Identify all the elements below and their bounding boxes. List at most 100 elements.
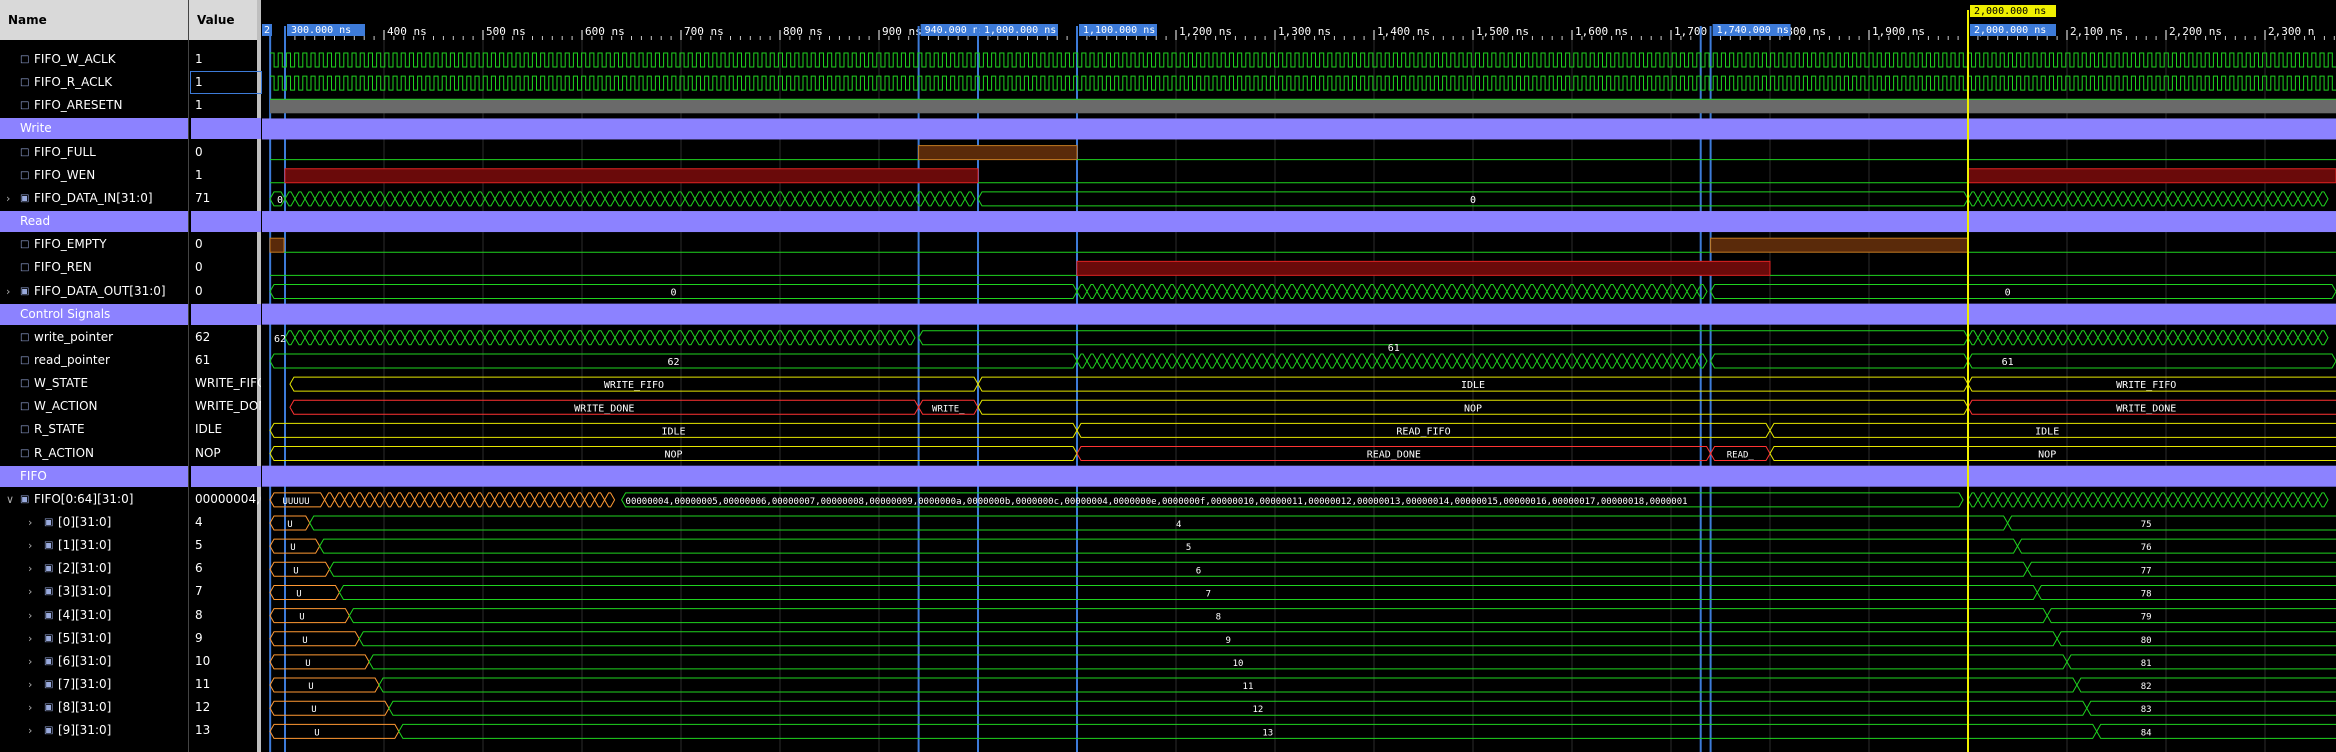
bus-segment (1256, 353, 1268, 369)
bus-segment (2217, 191, 2229, 207)
bus-segment (634, 330, 646, 346)
time-marker-flag[interactable] (1712, 24, 1791, 36)
signal-row-8-31-0[interactable]: ›▣[8][31:0] (0, 697, 188, 718)
bus-value: 11 (1243, 682, 1254, 692)
signal-row-fifo-empty[interactable]: □FIFO_EMPTY (0, 234, 188, 255)
time-marker-flag[interactable] (262, 24, 272, 36)
bus-segment (404, 330, 416, 346)
bus-segment (1526, 284, 1538, 299)
name-column-header[interactable]: Name (0, 0, 188, 40)
expand-chevron-icon[interactable]: › (28, 608, 33, 622)
signal-row-control-signals[interactable]: Control Signals (0, 303, 188, 325)
value-column-header[interactable]: Value (189, 0, 257, 40)
bus-segment (269, 561, 331, 577)
signal-row-w-action[interactable]: □W_ACTION (0, 396, 188, 417)
expand-chevron-icon[interactable]: › (28, 724, 33, 738)
signal-row-fifo[interactable]: FIFO (0, 465, 188, 487)
bus-segment (1586, 353, 1598, 369)
bus-value: U (302, 636, 307, 646)
bus-segment (2107, 330, 2119, 346)
signal-row-r-state[interactable]: □R_STATE (0, 419, 188, 440)
expand-chevron-icon[interactable]: › (28, 562, 33, 576)
group-band (262, 465, 2336, 487)
main-cursor-flag[interactable] (1970, 5, 2056, 17)
bus-segment (2107, 191, 2119, 207)
signal-row-write[interactable]: Write (0, 118, 188, 140)
bus-segment (1416, 353, 1428, 369)
signal-row-fifo-wen[interactable]: □FIFO_WEN (0, 165, 188, 186)
time-marker-flag[interactable] (287, 24, 365, 36)
signal-icon: □ (20, 146, 30, 158)
expand-chevron-icon[interactable]: › (6, 191, 11, 205)
bus-segment (1136, 284, 1148, 299)
bus-segment (1156, 353, 1168, 369)
expand-chevron-icon[interactable]: › (28, 631, 33, 645)
bus-segment (1346, 353, 1358, 369)
bus-segment (1576, 353, 1588, 369)
signal-row-4-31-0[interactable]: ›▣[4][31:0] (0, 605, 188, 626)
bus-segment (354, 492, 366, 508)
signal-row-fifo-full[interactable]: □FIFO_FULL (0, 142, 188, 163)
cursor-time-label: 2,000.000 ns (1974, 25, 2046, 36)
signal-row-fifo-0-64-31-0[interactable]: ∨▣FIFO[0:64][31:0] (0, 489, 188, 510)
signal-row-fifo-w-aclk[interactable]: □FIFO_W_ACLK (0, 49, 188, 70)
bus-segment (2117, 330, 2129, 346)
signal-value: 0 (195, 283, 203, 298)
expand-chevron-icon[interactable]: › (28, 654, 33, 668)
signal-row-w-state[interactable]: □W_STATE (0, 373, 188, 394)
expand-chevron-icon[interactable]: › (28, 539, 33, 553)
expand-chevron-icon[interactable]: › (28, 516, 33, 529)
signal-row-read[interactable]: Read (0, 211, 188, 233)
signal-name: Write (20, 121, 52, 136)
bus-segment (1326, 284, 1338, 299)
signal-row-0-31-0[interactable]: ›▣[0][31:0] (0, 512, 188, 533)
bus-segment (1466, 353, 1478, 369)
bus-segment (554, 492, 566, 508)
signal-row-5-31-0[interactable]: ›▣[5][31:0] (0, 628, 188, 649)
bus-segment (1406, 353, 1418, 369)
signal-row-fifo-ren[interactable]: □FIFO_REN (0, 257, 188, 278)
signal-row-fifo-data-out-31-0[interactable]: ›▣FIFO_DATA_OUT[31:0] (0, 281, 188, 302)
signal-row-9-31-0[interactable]: ›▣[9][31:0] (0, 720, 188, 741)
bus-segment (1967, 376, 2336, 392)
expand-chevron-icon[interactable]: ∨ (6, 492, 15, 506)
expand-chevron-icon[interactable]: › (28, 701, 33, 715)
signal-row-write-pointer[interactable]: □write_pointer (0, 327, 188, 348)
bus-segment (734, 191, 746, 207)
signal-row-6-31-0[interactable]: ›▣[6][31:0] (0, 651, 188, 672)
signal-row-fifo-r-aclk[interactable]: □FIFO_R_ACLK (0, 72, 188, 93)
bus-segment (364, 330, 376, 346)
signal-row-1-31-0[interactable]: ›▣[1][31:0] (0, 535, 188, 556)
bus-segment (844, 191, 856, 207)
signal-name: FIFO_WEN (34, 167, 96, 182)
time-marker-flag[interactable] (920, 24, 999, 36)
bus-segment (1596, 353, 1608, 369)
bus-segment (304, 191, 316, 207)
signal-row-3-31-0[interactable]: ›▣[3][31:0] (0, 581, 188, 602)
bus-segment (564, 330, 576, 346)
time-marker-label: 1,000.000 ns (984, 25, 1056, 36)
bus-value: 13 (1262, 728, 1273, 738)
expand-chevron-icon[interactable]: › (28, 585, 33, 599)
signal-row-fifo-data-in-31-0[interactable]: ›▣FIFO_DATA_IN[31:0] (0, 188, 188, 209)
bus-segment (2207, 191, 2219, 207)
signal-row-read-pointer[interactable]: □read_pointer (0, 350, 188, 371)
expand-chevron-icon[interactable]: › (28, 678, 33, 692)
bus-segment (1977, 191, 1989, 207)
bus-segment (1987, 191, 1999, 207)
signal-row-7-31-0[interactable]: ›▣[7][31:0] (0, 674, 188, 695)
bus-segment (1186, 353, 1198, 369)
signal-row-r-action[interactable]: □R_ACTION (0, 443, 188, 464)
bus-value: 5 (1186, 543, 1191, 553)
bus-segment (1626, 284, 1638, 299)
signal-row-2-31-0[interactable]: ›▣[2][31:0] (0, 558, 188, 579)
bus-value: READ_FIFO (1396, 426, 1450, 437)
signal-row-fifo-aresetn[interactable]: □FIFO_ARESETN (0, 95, 188, 116)
time-marker-flag[interactable] (980, 24, 1058, 36)
expand-chevron-icon[interactable]: › (6, 284, 11, 298)
bus-segment (384, 330, 396, 346)
time-marker-flag[interactable] (1079, 24, 1157, 36)
signal-name: FIFO_R_ACLK (34, 75, 113, 90)
bus-segment (2137, 492, 2149, 508)
